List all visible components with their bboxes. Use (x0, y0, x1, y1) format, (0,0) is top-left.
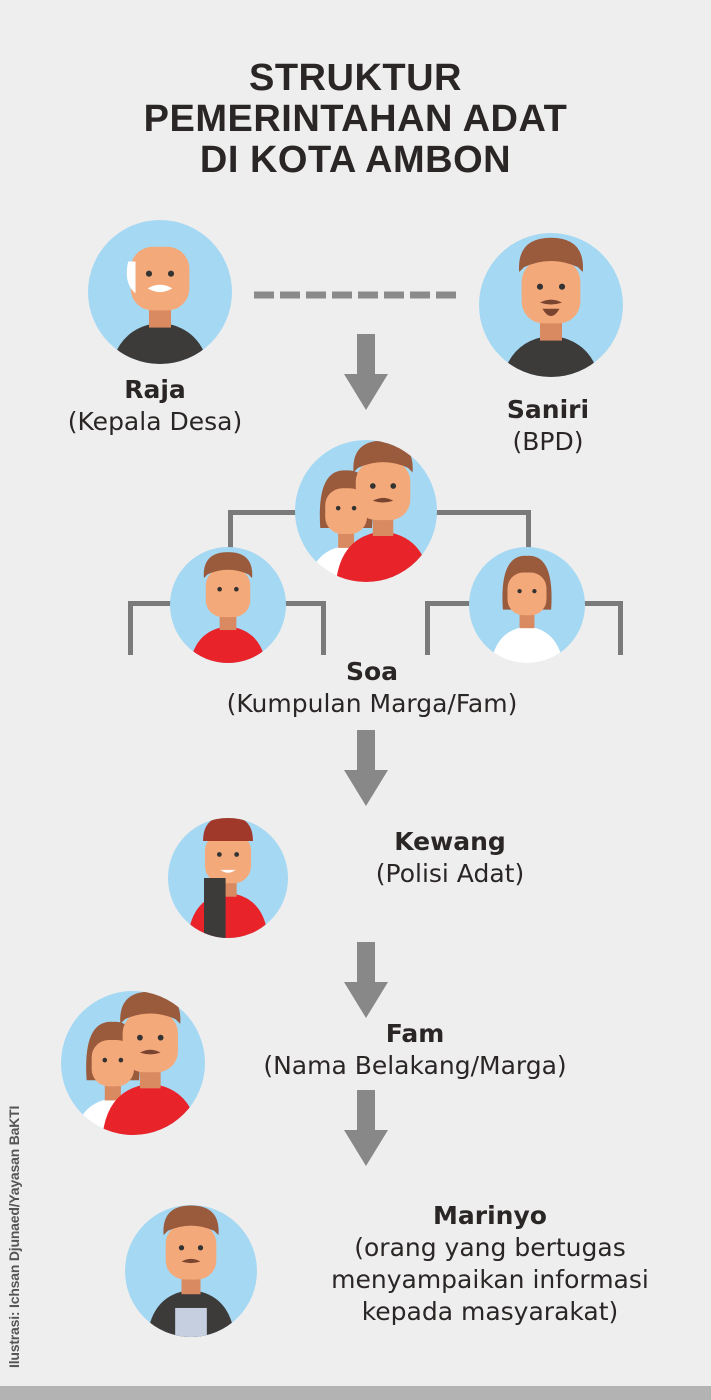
tree-connector (526, 510, 531, 550)
raja-name: Raja (124, 375, 186, 404)
soa-woman-avatar (469, 547, 585, 663)
tree-connector (321, 601, 326, 655)
fam-label: Fam (Nama Belakang/Marga) (230, 1018, 600, 1082)
soa-couple-avatar (295, 440, 437, 582)
soa-desc: (Kumpulan Marga/Fam) (226, 689, 518, 718)
raja-desc: (Kepala Desa) (67, 407, 243, 436)
title-line-3: DI KOTA AMBON (199, 139, 512, 181)
marinyo-name: Marinyo (433, 1201, 547, 1230)
tree-connector (228, 510, 233, 550)
dashed-connector (254, 291, 456, 299)
raja-avatar (88, 220, 232, 364)
infographic-title: STRUKTUR PEMERINTAHAN ADAT DI KOTA AMBON (0, 58, 711, 181)
saniri-name: Saniri (506, 395, 590, 424)
tree-connector (618, 601, 623, 655)
person-illustration (491, 555, 563, 663)
tree-connector (425, 601, 430, 655)
saniri-desc: (BPD) (512, 427, 584, 456)
saniri-avatar (479, 233, 623, 377)
kewang-label: Kewang (Polisi Adat) (330, 826, 570, 890)
marinyo-desc-line: kepada masyarakat) (361, 1297, 619, 1326)
tree-connector (128, 601, 133, 655)
down-arrow-icon (344, 942, 388, 1018)
fam-name: Fam (385, 1019, 445, 1048)
marinyo-avatar (125, 1205, 257, 1337)
marinyo-desc-line: menyampaikan informasi (331, 1265, 649, 1294)
kewang-avatar (168, 818, 288, 938)
soa-man-avatar (170, 547, 286, 663)
down-arrow-icon (344, 730, 388, 806)
fam-avatar (61, 991, 205, 1135)
saniri-label: Saniri (BPD) (448, 394, 648, 458)
bottom-bar (0, 1386, 711, 1400)
marinyo-desc-line: (orang yang bertugas (354, 1233, 626, 1262)
illustration-credit: Ilustrasi: Ichsan Djunaed/Yayasan BaKTI (6, 1105, 22, 1368)
person-illustration (502, 237, 600, 377)
title-line-1: STRUKTUR (249, 57, 462, 99)
down-arrow-icon (344, 1090, 388, 1166)
soa-label: Soa (Kumpulan Marga/Fam) (172, 656, 572, 720)
soa-name: Soa (345, 657, 399, 686)
marinyo-label: Marinyo (orang yang bertugas menyampaika… (300, 1200, 680, 1328)
person-illustration (111, 246, 209, 364)
raja-label: Raja (Kepala Desa) (30, 374, 280, 438)
person-illustration (188, 818, 268, 938)
kewang-name: Kewang (394, 827, 506, 856)
down-arrow-icon (344, 334, 388, 410)
person-illustration (190, 552, 266, 663)
person-illustration (308, 440, 431, 582)
title-line-2: PEMERINTAHAN ADAT (143, 98, 568, 140)
person-illustration (74, 991, 198, 1135)
person-illustration (147, 1205, 235, 1337)
fam-desc: (Nama Belakang/Marga) (263, 1051, 567, 1080)
kewang-desc: (Polisi Adat) (375, 859, 525, 888)
